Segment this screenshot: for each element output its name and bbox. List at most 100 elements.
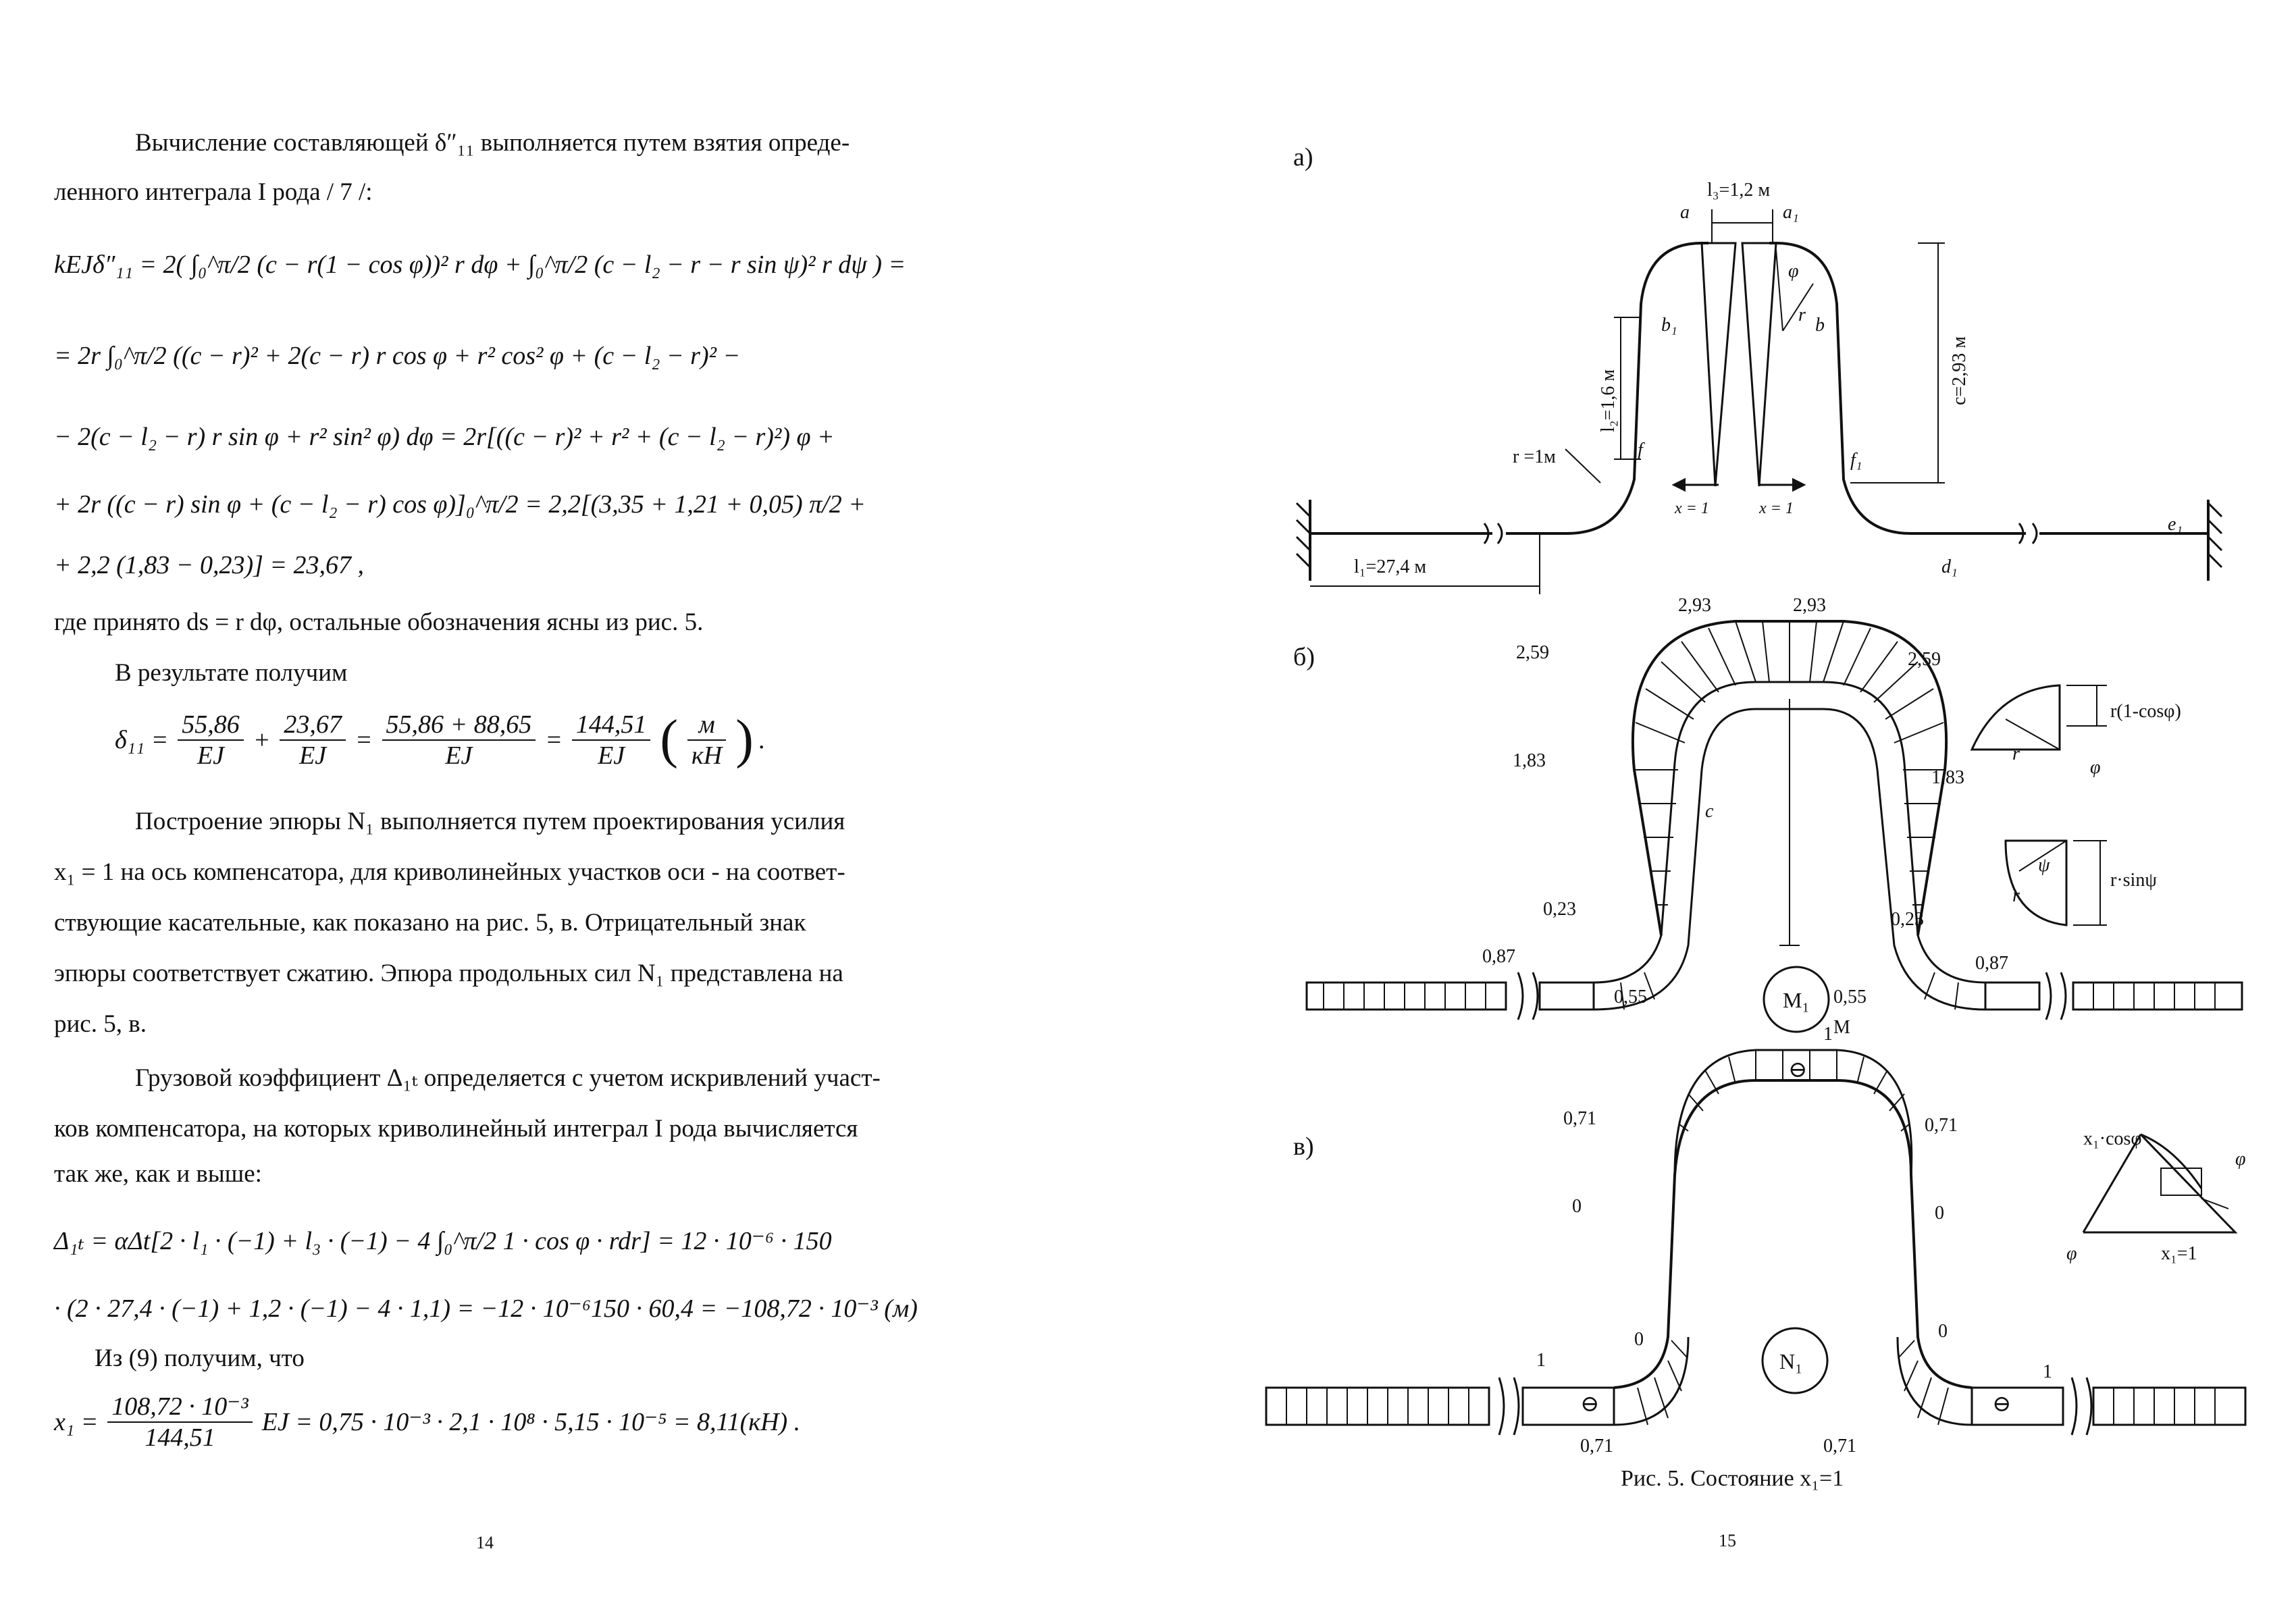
figure-5: а) l₃=1,2 м a a₁ φ r b b₁ c=2,93 м l₂=1,… [1265,143,2247,1550]
moment-strip-left [1305,981,1507,1011]
label-x-left: x = 1 [1674,500,1709,517]
arrow-head [1792,477,1806,492]
value-183-left: 1,83 [1513,750,1546,771]
break-mark [2070,1377,2093,1436]
label-d1: d₁ [1941,556,1958,577]
n-band-bottom [1613,1336,1973,1426]
value-zero-4: 0 [1938,1321,1948,1342]
moment-strip-right [2072,981,2243,1011]
moment-strip-right-inner [1984,981,2041,1011]
inset-1-phi: φ [2090,757,2101,778]
value-071-right: 0,71 [1925,1115,1958,1136]
page-number-left: 14 [476,1533,494,1552]
para3-line: так же, как и выше: [54,1160,262,1188]
value-087-right: 0,87 [1975,953,2008,974]
compensator-axis-left [1310,242,1708,535]
inset-2-sector [2004,839,2068,926]
strip-hatch-right [2093,983,2216,1010]
value-zero-3: 0 [1634,1329,1644,1350]
inset-triangle [2083,1133,2238,1234]
panel-a [1295,209,2223,594]
left-wedge [1700,242,1737,487]
n-strip-hatch-left [1286,1388,1469,1425]
inset-box [2160,1168,2202,1196]
plus-sign: + [253,725,271,754]
inset-phi-1: φ [2235,1149,2246,1170]
equation-3: − 2(c − l₂ − r) r sin φ + r² sin² φ) dφ … [54,423,835,451]
break-mark [2018,523,2038,544]
para2-line: x₁ = 1 на ось компенсатора, для криволин… [54,858,845,886]
left-support-hatch [1295,502,1311,569]
page-number-right: 15 [1719,1531,1736,1550]
value-259-right: 2,59 [1908,649,1941,670]
moment-strip-left-inner [1538,981,1595,1011]
equation-6: Δ₁ₜ = αΔt[2 · l₁ · (−1) + l₃ · (−1) − 4 … [54,1227,832,1255]
right-wedge [1741,242,1777,487]
inset-1-sector [1970,684,2061,751]
inset-2-psi: ψ [2038,855,2050,876]
value-259-left: 2,59 [1516,642,1549,663]
value-top-1: 1 [1823,1024,1833,1045]
n-hatch [1637,1050,1949,1425]
panel-v-labels: в) ⊖ 1 0,71 0,71 0 0 0 0 1 1 ⊖ ⊖ 0,71 0,… [1293,1024,2246,1457]
n-axis-line [1613,1079,1973,1389]
result-intro: В результате получим [115,659,348,687]
panel-v [1265,1049,2247,1436]
x1-lhs: x₁ = [54,1407,99,1436]
value-071-left: 0,71 [1563,1108,1596,1129]
break-mark [1517,972,1539,1020]
label-m: M [1833,1017,1850,1038]
label-a: a [1680,202,1690,223]
inset-1-text: r(1-cosφ) [2110,701,2181,722]
value-087-left: 0,87 [1482,946,1515,967]
label-l1: l₁=27,4 м [1354,556,1426,577]
label-f1: f₁ [1850,450,1862,471]
inset-x1cos: x₁·cosφ [2083,1128,2142,1149]
equation-7: · (2 · 27,4 · (−1) + 1,2 · (−1) − 4 · 1,… [54,1294,918,1323]
para2-line: Построение эпюры N₁ выполняется путем пр… [135,808,845,835]
panel-a-label: а) [1293,143,1313,172]
value-293-left: 2,93 [1678,595,1711,616]
label-c-line: c [1705,801,1714,822]
break-mark [1498,1377,1520,1436]
equation-4: + 2r ((c − r) sin φ + (c − l₂ − r) cos φ… [54,490,866,519]
para2-line: ствующие касательные, как показано на ри… [54,909,806,937]
n-strip-left [1265,1386,1490,1426]
para1-line1: Вычисление составляющей δ″₁₁ выполняется… [135,129,850,157]
value-071-bottom-left: 0,71 [1580,1436,1613,1457]
from-9-line: Из (9) получим, что [95,1344,305,1372]
n-strip-hatch-right [2113,1388,2216,1425]
figure-caption: Рис. 5. Состояние x₁=1 [1621,1466,1844,1491]
para3-line: Грузовой коэффициент Δ₁ₜ определяется с … [135,1064,881,1092]
panel-a-labels: а) l₃=1,2 м a a₁ φ r b b₁ c=2,93 м l₂=1,… [1293,143,2183,577]
panel-b-labels: б) 2,93 2,93 2,59 2,59 1,83 1,83 0,23 0,… [1293,595,2181,1038]
inset-2-radius [2018,840,2067,872]
label-l2: l₂=1,6 м [1598,369,1619,432]
right-support-hatch [2207,502,2223,569]
label-r: r [1798,305,1806,325]
inset-1-r: r [2012,743,2020,764]
strip-hatch-left [1323,983,1486,1010]
equals-sign: = [355,725,373,754]
where-line: где принято ds = r dφ, остальные обознач… [54,608,704,636]
value-055-right: 0,55 [1833,987,1867,1007]
minus-sign-left: ⊖ [1580,1392,1600,1417]
value-023-right: 0,23 [1891,909,1924,930]
label-phi: φ [1788,261,1799,282]
m1-circle [1763,966,1830,1033]
equation-5: + 2,2 (1,83 − 0,23)] = 23,67 , [54,551,365,579]
equation-1: kEJδ″₁₁ = 2( ∫₀^π/2 (c − r(1 − cos φ))² … [54,251,906,279]
para1-line2: ленного интеграла I рода / 7 /: [54,178,373,206]
label-radius: r =1м [1513,446,1556,467]
label-c: c=2,93 м [1949,336,1970,405]
value-zero-1: 0 [1572,1196,1582,1217]
x1-rest: EJ = 0,75 · 10⁻³ · 2,1 · 10⁸ · 5,15 · 10… [261,1408,801,1436]
value-zero-2: 0 [1935,1203,1944,1224]
inset-2-text: r·sinψ [2110,870,2157,891]
